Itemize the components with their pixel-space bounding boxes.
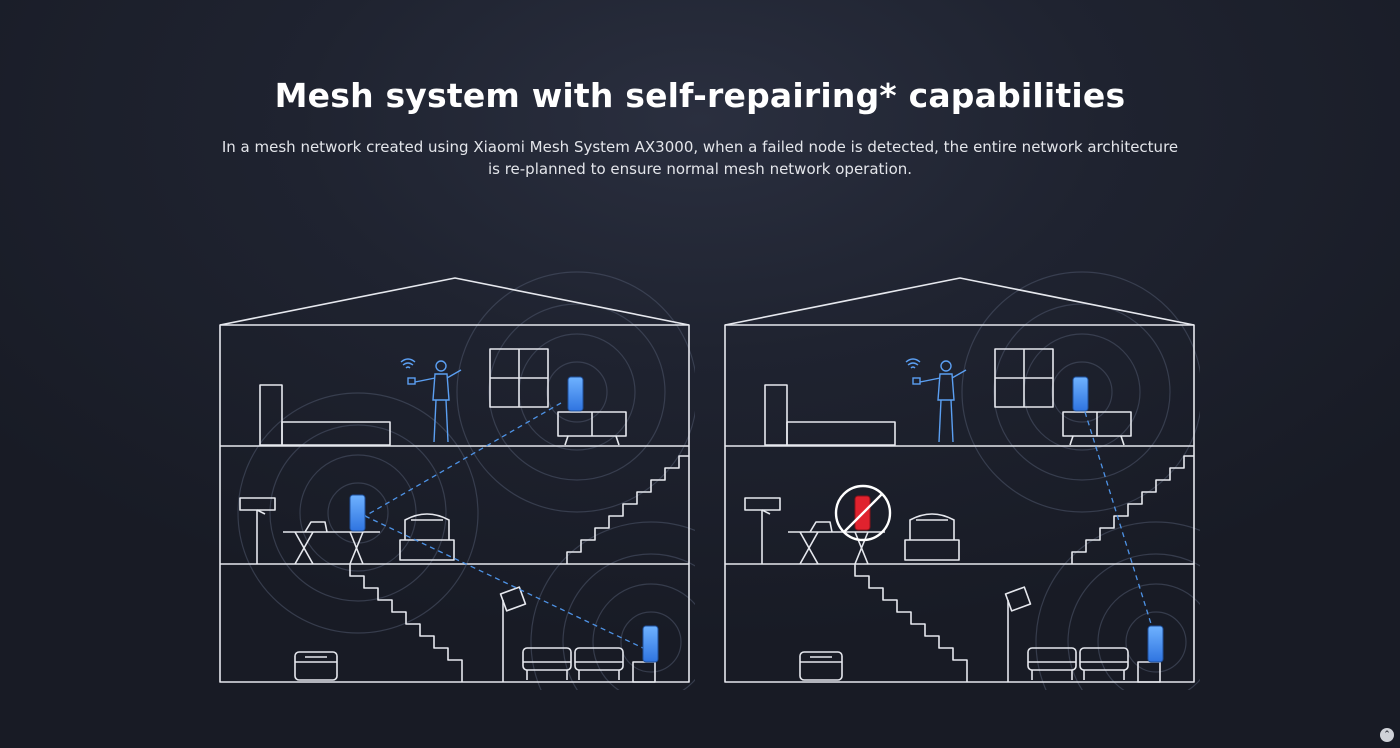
desk (283, 521, 380, 565)
house-walls (724, 324, 1195, 683)
vacuum-robot (399, 513, 455, 561)
bed (259, 384, 391, 446)
mesh-node-bottom (1147, 625, 1164, 663)
cabinet (557, 411, 627, 446)
section-title: Mesh system with self-repairing* capabil… (274, 76, 1126, 115)
cabinet (1062, 411, 1132, 446)
sofa-right (1079, 647, 1129, 680)
mesh-node-middle (349, 494, 366, 532)
chevron-up-icon: ⌃ (1383, 730, 1391, 740)
signal-rings (237, 271, 695, 690)
signal-rings (961, 271, 1200, 690)
mesh-links (364, 402, 644, 649)
window (489, 348, 549, 408)
bed (764, 384, 896, 446)
vacuum-robot (904, 513, 960, 561)
sofa-right (574, 647, 624, 680)
stairs-upper (566, 455, 689, 564)
mesh-node-bottom (642, 625, 659, 663)
mesh-link-repaired (1084, 411, 1153, 628)
person-with-phone (905, 358, 967, 443)
person-with-phone (400, 358, 462, 443)
house-walls (219, 324, 690, 683)
mesh-node-top (567, 376, 584, 412)
storage-box (799, 651, 843, 681)
house-illustration-left (219, 271, 695, 690)
mesh-node-top (1072, 376, 1089, 412)
floor-lamp (499, 586, 527, 682)
stairs-lower (349, 564, 463, 682)
section-description: In a mesh network created using Xiaomi M… (221, 138, 1179, 178)
scroll-to-top-button[interactable]: ⌃ (1380, 728, 1394, 742)
sofa-left (1027, 647, 1077, 680)
desk (788, 521, 885, 565)
roof (219, 277, 690, 326)
printer-stand (239, 497, 276, 564)
window (994, 348, 1054, 408)
stairs-lower (854, 564, 968, 682)
floor-lamp (1004, 586, 1032, 682)
storage-box (294, 651, 338, 681)
sofa-left (522, 647, 572, 680)
roof (724, 277, 1195, 326)
failed-node-prohibited-icon (834, 484, 892, 542)
house-illustration-right (724, 271, 1200, 690)
stairs-upper (1071, 455, 1194, 564)
printer-stand (744, 497, 781, 564)
